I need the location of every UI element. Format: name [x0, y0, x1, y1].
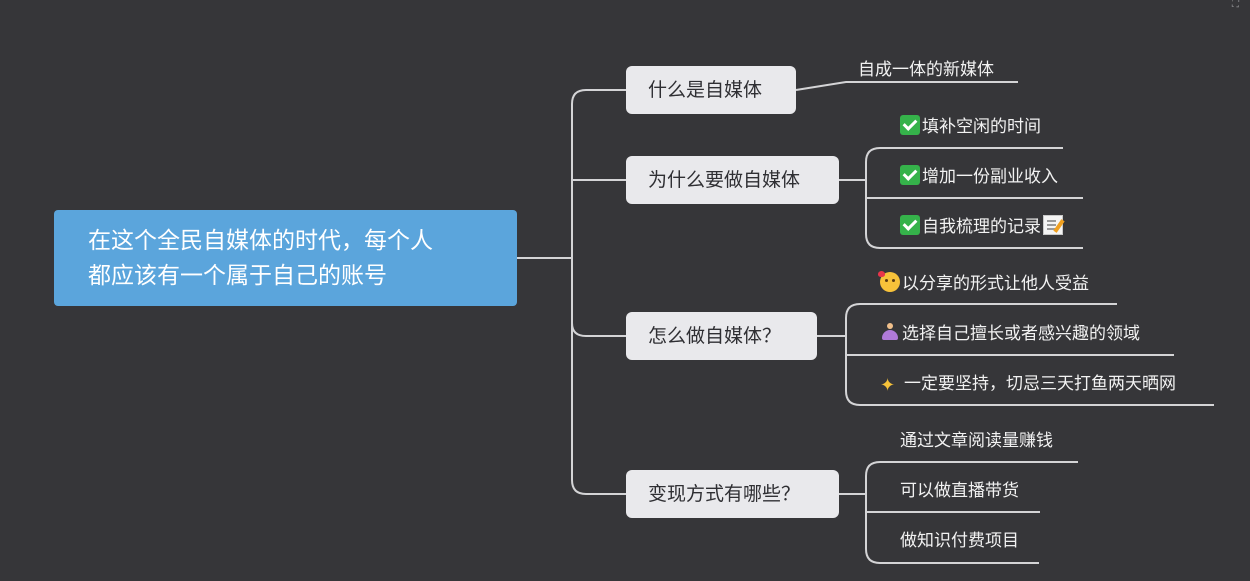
leaf-topic[interactable]: 做知识付费项目 — [900, 529, 1019, 553]
trunk-connector — [571, 89, 587, 495]
sparkles-icon: ✦ — [880, 375, 896, 396]
leaf-label: 一定要坚持，切忌三天打鱼两天晒网 — [904, 374, 1176, 394]
leaf-label: 选择自己擅长或者感兴趣的领域 — [902, 324, 1140, 344]
leaf-label: 自我梳理的记录 — [922, 217, 1041, 237]
leaf-connector-4 — [839, 461, 1078, 564]
branch-label: 为什么要做自媒体 — [648, 169, 801, 191]
leaf-label: 做知识付费项目 — [900, 531, 1019, 551]
branch-label: 怎么做自媒体？ — [648, 325, 782, 347]
leaf-topic[interactable]: 增加一份副业收入 — [900, 165, 1058, 189]
leaf-connector-3 — [817, 303, 1214, 406]
leaf-topic[interactable]: 以分享的形式让他人受益 — [878, 271, 1089, 296]
leaf-topic[interactable]: 通过文章阅读量赚钱 — [900, 429, 1053, 453]
leaf-topic[interactable]: 自我梳理的记录 — [900, 215, 1065, 239]
smiling-face-with-hearts-icon — [878, 271, 900, 292]
leaf-label: 通过文章阅读量赚钱 — [900, 431, 1053, 451]
root-topic[interactable]: 在这个全民自媒体的时代，每个人 都应该有一个属于自己的账号 — [54, 210, 517, 306]
branch-label: 变现方式有哪些？ — [648, 483, 801, 505]
check-mark-icon — [900, 215, 920, 235]
leaf-label: 以分享的形式让他人受益 — [902, 274, 1089, 294]
root-topic-line-1: 在这个全民自媒体的时代，每个人 — [88, 228, 433, 254]
branch-how-to-do-self-media[interactable]: 怎么做自媒体？ — [626, 312, 817, 360]
leaf-label: 自成一体的新媒体 — [858, 60, 994, 80]
leaf-connector-1-1 — [795, 81, 1018, 91]
branch-connector-3 — [571, 322, 626, 337]
check-mark-icon — [900, 165, 920, 185]
branch-monetization-methods[interactable]: 变现方式有哪些？ — [626, 470, 839, 518]
memo-icon — [1043, 215, 1063, 235]
leaf-topic[interactable]: 选择自己擅长或者感兴趣的领域 — [880, 322, 1140, 346]
leaf-topic[interactable]: 填补空闲的时间 — [900, 115, 1041, 139]
root-topic-line-2: 都应该有一个属于自己的账号 — [88, 263, 387, 289]
leaf-topic[interactable]: 自成一体的新媒体 — [858, 58, 994, 82]
branch-why-do-self-media[interactable]: 为什么要做自媒体 — [626, 156, 839, 204]
check-mark-icon — [900, 115, 920, 135]
leaf-topic[interactable]: ✦ 一定要坚持，切忌三天打鱼两天晒网 — [880, 372, 1176, 396]
leaf-label: 填补空闲的时间 — [922, 117, 1041, 137]
leaf-label: 增加一份副业收入 — [922, 167, 1058, 187]
branch-label: 什么是自媒体 — [648, 79, 763, 101]
expand-icon[interactable]: ⛶ — [1232, 0, 1239, 10]
leaf-connector-2 — [839, 147, 1083, 249]
person-in-lotus-position-icon — [880, 322, 900, 342]
leaf-label: 可以做直播带货 — [900, 481, 1019, 501]
leaf-topic[interactable]: 可以做直播带货 — [900, 479, 1019, 503]
branch-what-is-self-media[interactable]: 什么是自媒体 — [626, 66, 796, 114]
